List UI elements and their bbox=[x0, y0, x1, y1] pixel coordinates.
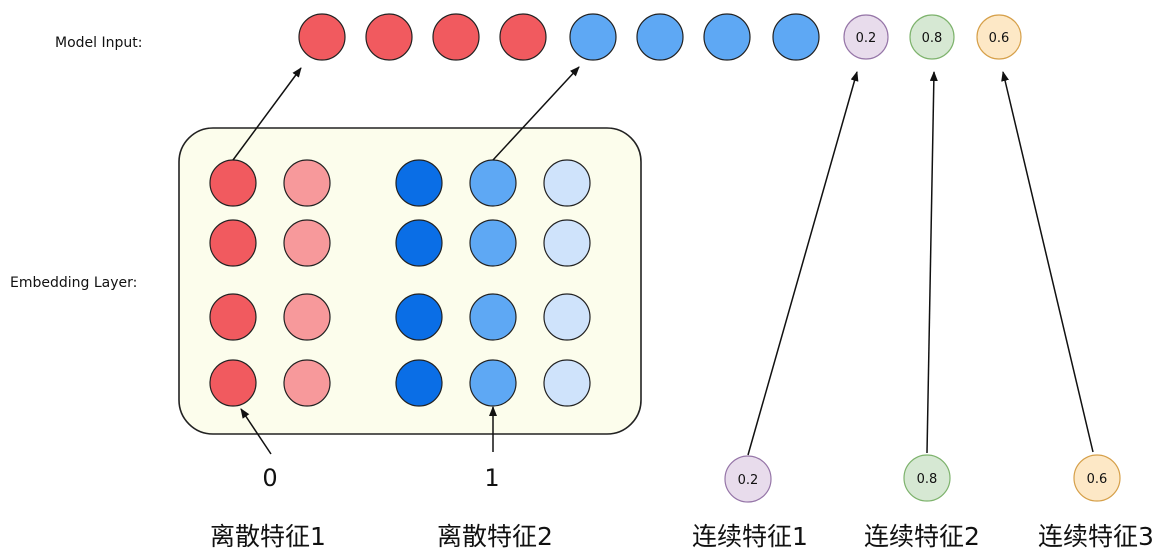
model-input-node bbox=[569, 13, 617, 61]
continuous-value-node bbox=[1073, 454, 1121, 502]
model-input-value: 0.8 bbox=[922, 31, 943, 46]
embedding-node bbox=[469, 293, 517, 341]
embedding-feature-2 bbox=[395, 159, 591, 407]
embedding-node bbox=[395, 293, 443, 341]
embedding-node bbox=[543, 219, 591, 267]
continuous-feature-label-2: 连续特征2 bbox=[864, 522, 980, 551]
model-input-value: 0.2 bbox=[856, 31, 877, 46]
model-input-node bbox=[499, 13, 547, 61]
discrete-feature-label-1: 离散特征1 bbox=[210, 522, 326, 551]
connections bbox=[232, 66, 1094, 456]
discrete-feature-label-2: 离散特征2 bbox=[437, 522, 553, 551]
model-input-node bbox=[772, 13, 820, 61]
model-input-continuous-node bbox=[843, 14, 889, 60]
arrow-continuous2-to-input bbox=[926, 71, 938, 454]
embedding-node bbox=[469, 359, 517, 407]
model-input-label: Model Input: bbox=[55, 35, 142, 51]
embedding-node bbox=[209, 159, 257, 207]
arrow-feature1-to-input bbox=[232, 67, 302, 161]
model-input-node bbox=[432, 13, 480, 61]
continuous-value-node bbox=[724, 455, 772, 503]
model-input-continuous-node bbox=[909, 14, 955, 60]
arrow-continuous1-to-input bbox=[747, 71, 859, 456]
model-input-node bbox=[703, 13, 751, 61]
model-input-continuous-node bbox=[976, 14, 1022, 60]
model-input-node bbox=[365, 13, 413, 61]
continuous-feature-label-1: 连续特征1 bbox=[692, 522, 808, 551]
embedding-node bbox=[283, 359, 331, 407]
arrow-feature2-to-input bbox=[492, 66, 580, 161]
model-input-node bbox=[298, 13, 346, 61]
continuous-input-values: 0.2 0.8 0.6 bbox=[724, 454, 1121, 503]
embedding-node bbox=[543, 159, 591, 207]
model-input-value: 0.6 bbox=[989, 31, 1010, 46]
embedding-node bbox=[543, 359, 591, 407]
continuous-value-text: 0.6 bbox=[1087, 472, 1108, 487]
embedding-node bbox=[209, 219, 257, 267]
embedding-node bbox=[469, 159, 517, 207]
arrow-continuous3-to-input bbox=[1001, 71, 1094, 453]
discrete-value-0: 0 bbox=[262, 464, 277, 492]
embedding-node bbox=[283, 293, 331, 341]
embedding-node bbox=[209, 359, 257, 407]
continuous-value-text: 0.8 bbox=[917, 472, 938, 487]
continuous-feature-label-3: 连续特征3 bbox=[1038, 522, 1154, 551]
embedding-node bbox=[283, 159, 331, 207]
embedding-feature-1 bbox=[209, 159, 331, 407]
embedding-node bbox=[283, 219, 331, 267]
embedding-node bbox=[209, 293, 257, 341]
model-input-node bbox=[636, 13, 684, 61]
embedding-node bbox=[395, 359, 443, 407]
continuous-value-node bbox=[903, 454, 951, 502]
embedding-node bbox=[395, 219, 443, 267]
arrow-discrete-value-0 bbox=[240, 408, 272, 455]
embedding-node bbox=[469, 219, 517, 267]
continuous-value-text: 0.2 bbox=[738, 473, 759, 488]
embedding-panel bbox=[178, 127, 642, 435]
embedding-node bbox=[395, 159, 443, 207]
model-input-row: 0.2 0.8 0.6 bbox=[298, 13, 1022, 61]
discrete-value-1: 1 bbox=[484, 464, 499, 492]
embedding-layer-label: Embedding Layer: bbox=[10, 275, 137, 291]
embedding-node bbox=[543, 293, 591, 341]
